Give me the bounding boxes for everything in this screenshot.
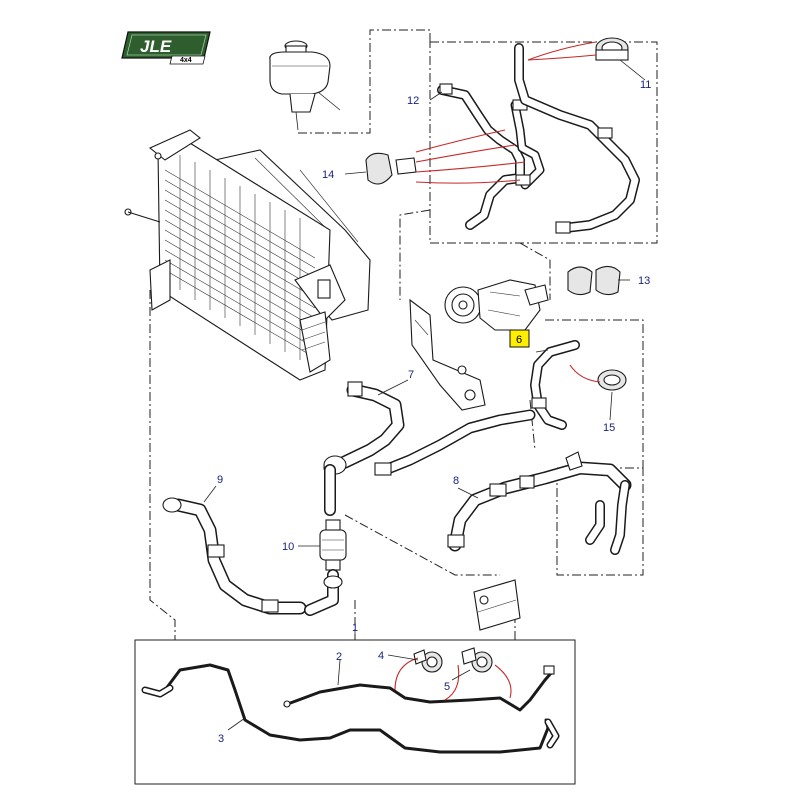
callout-2: 2 [336,651,342,663]
logo-sub: 4x4 [180,57,192,64]
pipe-ends [544,718,560,749]
callout-4: 4 [378,650,384,662]
callout-labels: 1 2 3 4 5 6 7 8 9 10 11 12 13 14 15 [217,79,651,745]
pipe-3 [141,663,550,754]
callout-7: 7 [408,369,414,381]
thermostat-10 [304,464,347,616]
radiator-fins [164,155,316,360]
hose-12 [437,83,545,230]
clip-15 [597,369,627,391]
oil-cooler [473,579,521,631]
callout-3: 3 [218,733,224,745]
sensor-5 [461,647,493,673]
callout-5: 5 [444,681,450,693]
callout-1: 1 [352,622,358,634]
callout-6: 6 [516,334,522,346]
hose-7 [323,381,536,476]
hose-11 [514,43,640,234]
hose-6 [530,340,580,430]
callout-8: 8 [453,475,459,487]
radiator-assembly [124,129,371,381]
hose-9 [162,497,307,615]
callout-13: 13 [638,275,650,287]
group-frames [134,29,658,785]
callout-14: 14 [322,169,334,181]
pipe-2 [283,665,555,712]
red-leader-lines [394,41,601,701]
clip-14 [365,152,417,185]
callout-9: 9 [217,474,223,486]
hose-8 [447,451,632,555]
expansion-tank [269,40,341,131]
callout-10: 10 [282,541,294,553]
logo-text: JLE [140,37,172,56]
water-pump [444,279,549,331]
callout-12: 12 [407,95,419,107]
jle-logo: JLE 4x4 [121,31,211,65]
clip-13 [567,265,621,296]
callout-15: 15 [603,422,615,434]
highlight-box-6 [509,329,530,348]
egr-cooler [409,298,486,411]
sensor-4 [413,649,443,673]
clip-11 [595,37,629,61]
callout-11: 11 [640,79,651,91]
callout-leaders [203,59,646,731]
